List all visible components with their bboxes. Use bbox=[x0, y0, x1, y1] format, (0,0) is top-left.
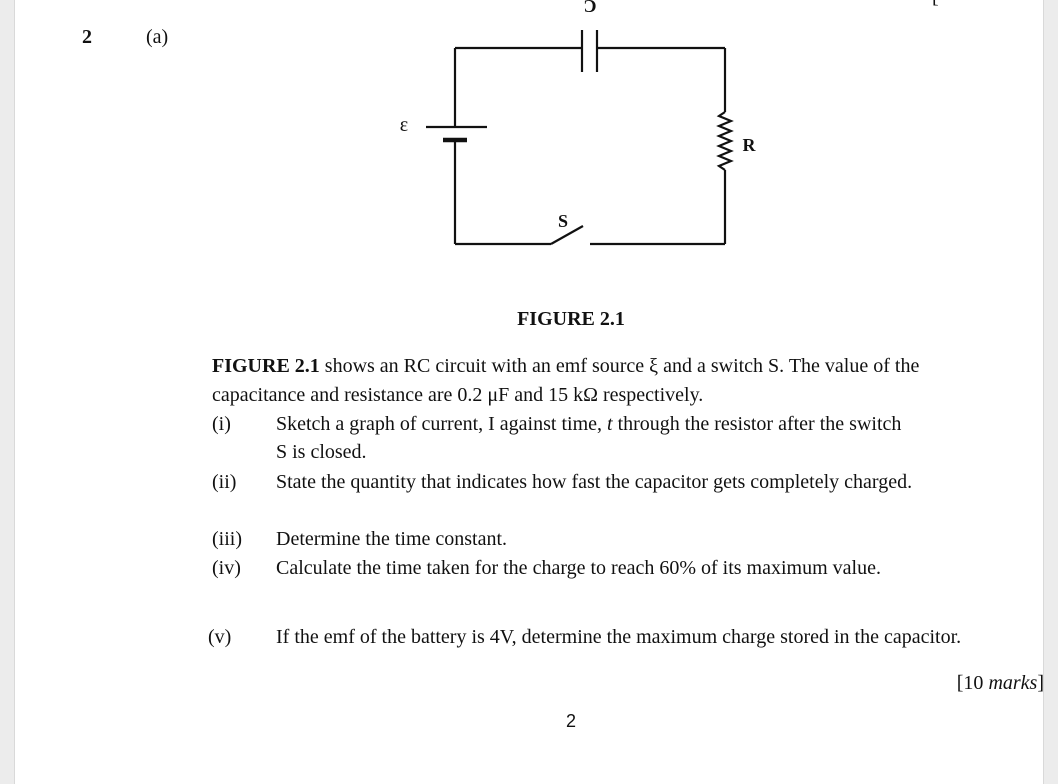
marks-allocation: [10 marks] bbox=[956, 672, 1044, 694]
item-text: Sketch a graph of current, I against tim… bbox=[276, 413, 902, 463]
switch-label: S bbox=[558, 211, 568, 231]
question-part: (a) bbox=[146, 26, 169, 48]
item-text: State the quantity that indicates how fa… bbox=[276, 471, 913, 493]
item-number: (i) bbox=[212, 413, 231, 435]
intro-figure-ref: FIGURE 2.1 bbox=[212, 355, 320, 377]
page-left-margin bbox=[0, 0, 15, 784]
emf-label: ε bbox=[400, 114, 408, 136]
item-text: Calculate the time taken for the charge … bbox=[276, 557, 881, 579]
switch-lever bbox=[550, 225, 584, 245]
item-text: Determine the time constant. bbox=[276, 528, 508, 550]
item-text: If the emf of the battery is 4V, determi… bbox=[276, 626, 962, 648]
intro-text: shows an RC circuit with an emf source ξ… bbox=[212, 355, 920, 406]
page-right-margin bbox=[1043, 0, 1058, 784]
item-number: (iii) bbox=[212, 528, 242, 550]
item-number: (v) bbox=[208, 626, 232, 648]
question-intro: FIGURE 2.1 shows an RC circuit with an e… bbox=[212, 352, 1002, 410]
resistor-label: R bbox=[743, 135, 757, 155]
capacitor-label: C bbox=[584, 0, 597, 16]
resistor-zigzag bbox=[716, 111, 734, 171]
question-number: 2 bbox=[82, 26, 92, 48]
item-number: (iv) bbox=[212, 557, 241, 579]
circuit-diagram: C ε R S bbox=[400, 0, 757, 246]
top-mark-fragment: [ bbox=[932, 0, 939, 9]
item-number: (ii) bbox=[212, 471, 237, 493]
page-number: 2 bbox=[566, 711, 577, 731]
figure-caption: FIGURE 2.1 bbox=[517, 308, 625, 330]
